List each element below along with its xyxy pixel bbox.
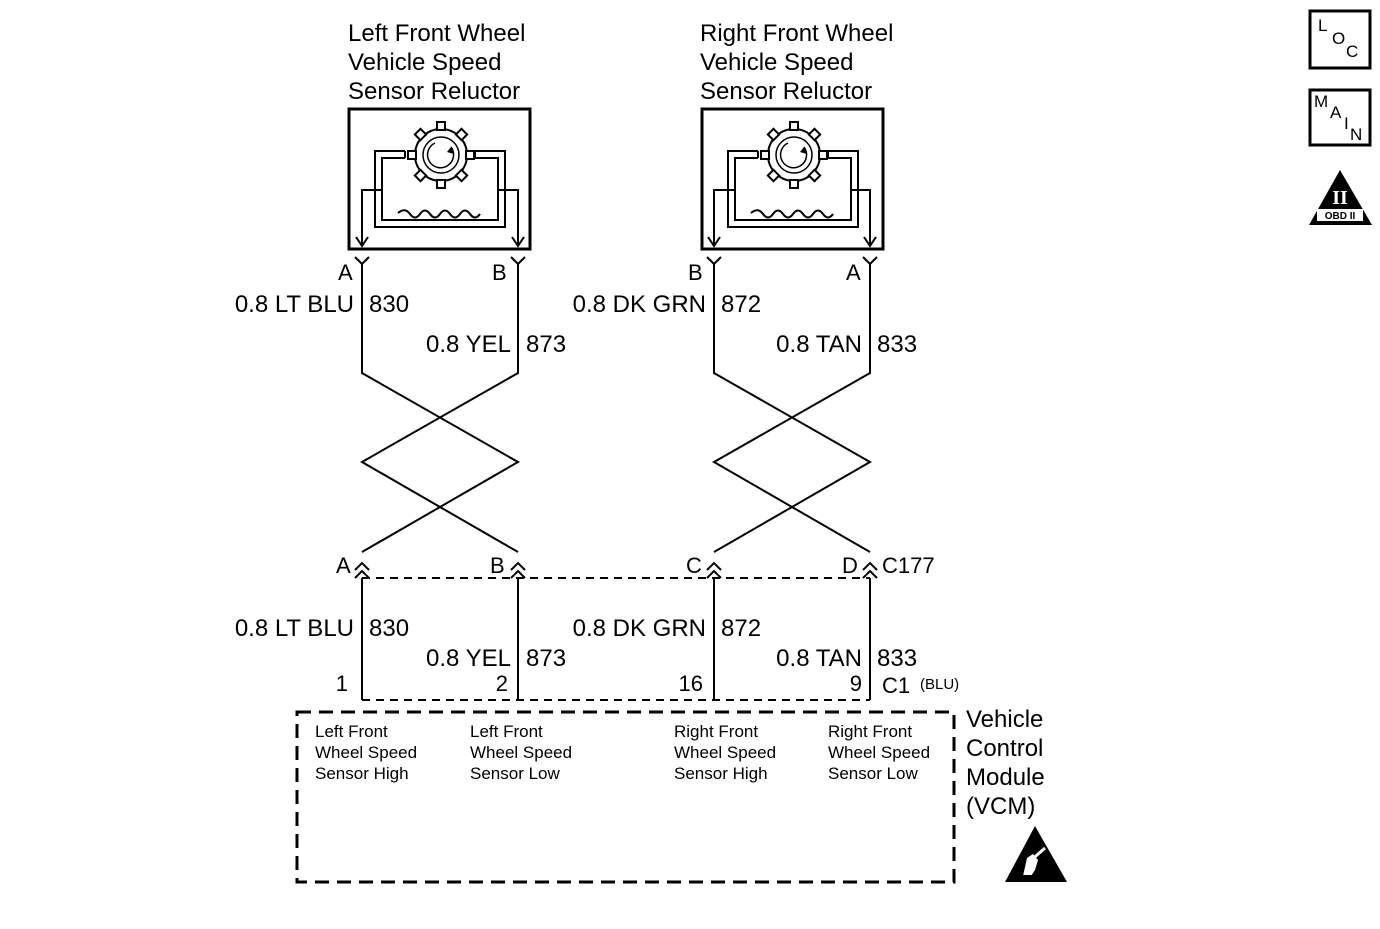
right-reluctor-gear-icon <box>760 121 828 189</box>
vcm: Vehicle Control Module (VCM) Left Front … <box>295 706 1045 884</box>
upper-wire-833-color: 0.8 TAN <box>776 331 862 358</box>
loc-icon-letter-o: O <box>1332 29 1345 48</box>
right-sensor-box <box>700 107 885 251</box>
left-reluctor-gear-icon <box>407 121 475 189</box>
connector-c177: A B C D C177 <box>336 553 935 579</box>
c177-pin-c: C <box>686 553 702 578</box>
left-sensor-title-line2: Vehicle Speed <box>348 49 501 76</box>
left-sensor-title-line3: Sensor Reluctor <box>348 78 520 105</box>
left-sensor-pin-a: A <box>338 260 353 285</box>
obd-ii-label: OBD II <box>1325 211 1356 222</box>
left-sensor-coil-icon <box>397 209 481 219</box>
vcm-input-rf-low-line3: Sensor Low <box>828 764 918 783</box>
sensor-terminals <box>354 256 878 266</box>
vcm-input-lf-low-line1: Left Front <box>470 722 543 741</box>
vcm-input-lf-high: Left Front Wheel Speed Sensor High <box>315 722 417 783</box>
connector-c1: 1 2 16 9 C1 (BLU) <box>336 671 959 701</box>
c1-pin-16: 16 <box>679 671 703 696</box>
right-sensor-title-line1: Right Front Wheel <box>700 20 893 47</box>
vcm-title-line1: Vehicle <box>966 706 1043 733</box>
c177-pin-a: A <box>336 553 351 578</box>
vcm-title-line3: Module <box>966 764 1045 791</box>
c177-pin-d: D <box>842 553 858 578</box>
loc-icon-letter-c: C <box>1346 42 1358 61</box>
vcm-input-lf-low-line2: Wheel Speed <box>470 743 572 762</box>
loc-icon-letter-l: L <box>1318 16 1327 35</box>
vcm-input-lf-low-line3: Sensor Low <box>470 764 560 783</box>
vcm-title-line2: Control <box>966 735 1043 762</box>
c1-pin-1: 1 <box>336 671 348 696</box>
right-sensor-pin-b: B <box>688 260 703 285</box>
right-sensor-title-line2: Vehicle Speed <box>700 49 853 76</box>
right-sensor-coil-icon <box>750 209 834 219</box>
vcm-input-lf-high-line2: Wheel Speed <box>315 743 417 762</box>
main-icon[interactable]: M A I N <box>1308 88 1372 147</box>
vcm-input-rf-low-line2: Wheel Speed <box>828 743 930 762</box>
vcm-input-rf-low-line1: Right Front <box>828 722 912 741</box>
wire-833-upper <box>711 264 871 553</box>
obd-ii-icon[interactable]: II OBD II <box>1309 170 1372 225</box>
vcm-input-rf-high: Right Front Wheel Speed Sensor High <box>674 722 776 783</box>
upper-wire-873-color: 0.8 YEL <box>426 331 511 358</box>
left-sensor-title-line1: Left Front Wheel <box>348 20 525 47</box>
right-sensor: Right Front Wheel Vehicle Speed Sensor R… <box>688 20 893 285</box>
loc-icon[interactable]: L O C <box>1308 9 1372 70</box>
left-sensor-box <box>347 107 532 251</box>
lower-wire-830-circuit: 830 <box>369 615 409 642</box>
lower-wire-872-color: 0.8 DK GRN <box>573 615 706 642</box>
lower-wire-830-color: 0.8 LT BLU <box>235 615 354 642</box>
vcm-box <box>295 710 956 884</box>
upper-wire-872-circuit: 872 <box>721 291 761 318</box>
upper-wire-872-color: 0.8 DK GRN <box>573 291 706 318</box>
vcm-input-rf-high-line2: Wheel Speed <box>674 743 776 762</box>
lower-wire-833-color: 0.8 TAN <box>776 645 862 672</box>
c1-label: C1 <box>882 673 910 698</box>
c177-pin-b: B <box>490 553 505 578</box>
esd-sensitive-icon <box>1005 826 1067 882</box>
upper-wire-830-color: 0.8 LT BLU <box>235 291 354 318</box>
right-sensor-title-line3: Sensor Reluctor <box>700 78 872 105</box>
lower-wire-872-circuit: 872 <box>721 615 761 642</box>
vcm-input-rf-high-line3: Sensor High <box>674 764 768 783</box>
vcm-input-lf-high-line3: Sensor High <box>315 764 409 783</box>
c1-pin-9: 9 <box>850 671 862 696</box>
vcm-input-rf-high-line1: Right Front <box>674 722 758 741</box>
upper-wire-873-circuit: 873 <box>526 331 566 358</box>
c177-label: C177 <box>882 553 935 578</box>
vcm-input-rf-low: Right Front Wheel Speed Sensor Low <box>828 722 930 783</box>
vcm-input-lf-low: Left Front Wheel Speed Sensor Low <box>470 722 572 783</box>
right-sensor-pin-a: A <box>846 260 861 285</box>
left-sensor: Left Front Wheel Vehicle Speed Sensor Re… <box>338 20 532 285</box>
upper-wire-runs <box>359 264 873 553</box>
main-icon-letter-a: A <box>1330 103 1342 122</box>
lower-wire-runs <box>361 578 871 700</box>
c1-color-note: (BLU) <box>920 676 959 693</box>
left-sensor-pin-b: B <box>492 260 507 285</box>
vcm-title-line4: (VCM) <box>966 793 1035 820</box>
main-icon-letter-i: I <box>1344 114 1349 133</box>
vcm-input-lf-high-line1: Left Front <box>315 722 388 741</box>
main-icon-letter-m: M <box>1314 92 1328 111</box>
lower-wire-873-circuit: 873 <box>526 645 566 672</box>
c1-pin-2: 2 <box>496 671 508 696</box>
lower-wire-873-color: 0.8 YEL <box>426 645 511 672</box>
upper-wire-830-circuit: 830 <box>369 291 409 318</box>
connector-c177-terminals <box>354 561 878 579</box>
obd-ii-roman: II <box>1332 187 1348 209</box>
main-icon-letter-n: N <box>1350 125 1362 144</box>
wire-873-upper <box>359 264 519 553</box>
upper-wire-833-circuit: 833 <box>877 331 917 358</box>
lower-wire-833-circuit: 833 <box>877 645 917 672</box>
